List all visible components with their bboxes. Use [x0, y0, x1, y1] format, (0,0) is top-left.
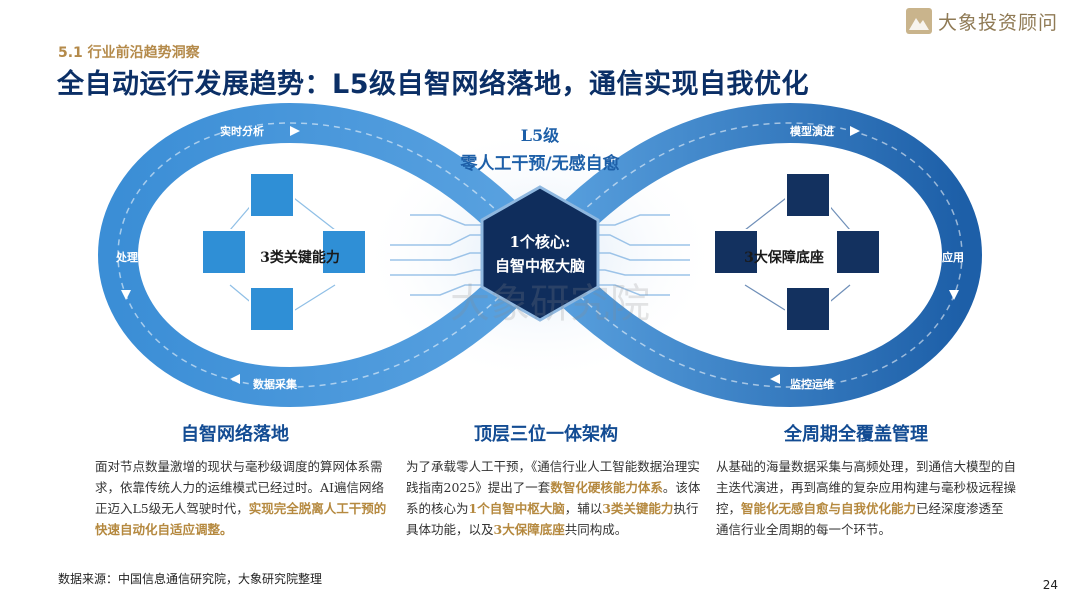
column-2-body-5: 共同构成。 [564, 522, 628, 537]
loop-label-model-evolution: 模型演进 [790, 124, 834, 138]
column-1-highlight: 实现完全脱离人工干预的快速自动化自适应调整。 [95, 501, 387, 537]
l5-subtitle: 零人工干预/无感自愈 [459, 153, 620, 174]
arrow-icon [290, 126, 300, 136]
core-label-line-1: 1个核心: [510, 233, 571, 251]
loop-arrows [121, 126, 959, 384]
column-2-highlight-2: 1个自智中枢大脑 [468, 501, 565, 516]
column-2-text: 为了承载零人工干预，《通信行业人工智能数据治理实践指南2025》提出了一套数智化… [406, 456, 706, 540]
arrow-icon [850, 126, 860, 136]
loop-label-terminal-app: 终端应用 [920, 250, 964, 264]
column-1-text: 面对节点数量激增的现状与毫秒级调度的算网体系需求，依靠传统人力的运维模式已经过时… [95, 456, 395, 540]
loop-label-processing: 处理清洗 [115, 250, 160, 264]
watermark: 大象研究院 [450, 281, 650, 327]
l5-label: L5级 [521, 126, 560, 145]
loop-label-data-collection: 数据采集 [253, 377, 298, 391]
page-title: 全自动运行发展趋势：L5级自智网络落地，通信实现自我优化 [57, 69, 809, 100]
left-cube-top [249, 172, 295, 218]
column-2-title: 顶层三位一体架构 [474, 424, 618, 445]
column-3-title: 全周期全覆盖管理 [784, 424, 928, 445]
brand-name: 大象投资顾问 [937, 11, 1058, 34]
section-label: 5.1 行业前沿趋势洞察 [58, 45, 200, 61]
page-number: 24 [1042, 578, 1058, 592]
column-3-body-2: 已经深度渗透至通信行业全周期的每一个环节。 [716, 501, 1004, 537]
core-label-line-2: 自智中枢大脑 [495, 257, 585, 275]
column-2-body-3: ，辅以 [564, 501, 603, 516]
brand-logo: 大象投资顾问 [905, 7, 1058, 35]
arrow-icon [770, 374, 780, 384]
column-3-highlight: 智能化无感自愈与自我优化能力 [741, 501, 917, 516]
column-2-highlight-3: 3类关键能力 [602, 501, 674, 516]
arrow-icon [949, 290, 959, 300]
right-cube-bottom [785, 286, 831, 332]
column-2-body-4: 执行具体功能，以及 [406, 501, 699, 537]
left-cube-cluster [201, 172, 367, 332]
column-2-highlight-1: 数智化硬核能力体系 [550, 480, 663, 495]
column-3-text: 从基础的海量数据采集与高频处理，到通信大模型的自主迭代演进，再到高维的复杂应用构… [716, 456, 1016, 540]
right-cube-right [835, 229, 881, 275]
column-2-highlight-4: 3大保障底座 [493, 522, 565, 537]
loop-label-monitoring: 监控运维 [790, 377, 834, 391]
infinity-diagram: 3类关键能力 3大保障底座 1个核心: 自智中枢大脑 L5级 零人工干预/无感自… [98, 103, 982, 407]
column-3-body-1: 从基础的海量数据采集与高频处理，到通信大模型的自主迭代演进，再到高维的复杂应用构… [716, 459, 1017, 516]
right-cube-left [713, 229, 759, 275]
data-source: 数据来源：中国信息通信研究院，大象研究院整理 [58, 572, 323, 586]
elephant-mountain-logo-icon [905, 8, 932, 34]
column-1-title: 自智网络落地 [181, 424, 289, 445]
column-1-body: 面对节点数量激增的现状与毫秒级调度的算网体系需求，依靠传统人力的运维模式已经过时… [95, 459, 384, 516]
column-2-body-2: 。该体系的核心为 [406, 480, 701, 516]
right-cluster-label: 3大保障底座 [744, 249, 824, 266]
arrow-icon [230, 374, 240, 384]
left-cluster-label: 3类关键能力 [260, 249, 340, 266]
left-cube-left [201, 229, 247, 275]
column-2-body-1: 为了承载零人工干预，《通信行业人工智能数据治理实践指南2025》提出了一套 [406, 459, 700, 495]
right-cube-top [785, 172, 831, 218]
left-cube-bottom [249, 286, 295, 332]
right-cube-cluster [713, 172, 881, 332]
left-cube-right [321, 229, 367, 275]
loop-label-realtime-analysis: 实时分析 [220, 124, 264, 138]
arrow-icon [121, 290, 131, 300]
core-hexagon [480, 185, 600, 322]
